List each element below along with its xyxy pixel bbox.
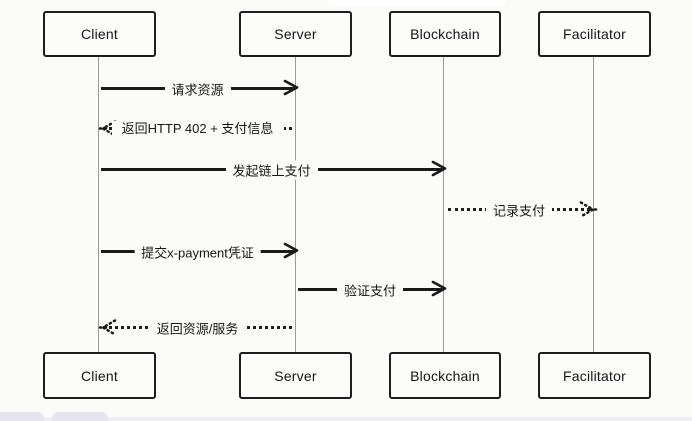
arrowhead-right-icon bbox=[283, 79, 299, 96]
actor-label-server: Server bbox=[274, 367, 317, 384]
arrowhead-right-sketchy-icon bbox=[579, 201, 598, 218]
actor-label-blockchain: Blockchain bbox=[410, 367, 480, 384]
actor-box-server-bottom: Server bbox=[239, 352, 352, 399]
actor-label-facilitator: Facilitator bbox=[563, 26, 626, 42]
actor-box-blockchain-bottom: Blockchain bbox=[389, 352, 501, 399]
arrowhead-left-sketchy-icon bbox=[98, 120, 117, 137]
actor-label-blockchain: Blockchain bbox=[410, 26, 480, 42]
message-label: 发起链上支付 bbox=[225, 160, 318, 180]
message-label: 请求资源 bbox=[164, 79, 231, 99]
bottom-pill-fragment bbox=[0, 412, 44, 421]
lifeline-client bbox=[98, 57, 100, 353]
message-label: 提交x-payment凭证 bbox=[134, 242, 261, 262]
actor-label-client: Client bbox=[81, 367, 118, 384]
bottom-pill-fragment bbox=[52, 412, 108, 421]
message-label: 返回HTTP 402 + 支付信息 bbox=[111, 120, 284, 138]
arrowhead-right-icon bbox=[431, 160, 447, 177]
arrowhead-right-icon bbox=[283, 242, 299, 259]
actor-label-server: Server bbox=[274, 26, 317, 42]
bottom-light-band bbox=[0, 417, 692, 421]
message-label: 返回资源/服务 bbox=[149, 318, 246, 338]
actor-box-blockchain-top: Blockchain bbox=[389, 11, 501, 57]
actor-label-facilitator: Facilitator bbox=[563, 367, 626, 384]
arrowhead-left-sketchy-icon bbox=[98, 319, 117, 336]
message-label: 记录支付 bbox=[485, 200, 553, 220]
actor-box-client-bottom: Client bbox=[43, 352, 156, 399]
actor-box-client-top: Client bbox=[43, 11, 156, 57]
top-light-band bbox=[328, 0, 506, 5]
actor-box-facilitator-bottom: Facilitator bbox=[538, 352, 651, 399]
lifeline-facilitator bbox=[593, 57, 595, 353]
lifeline-server bbox=[295, 57, 297, 353]
actor-box-facilitator-top: Facilitator bbox=[538, 11, 651, 57]
actor-box-server-top: Server bbox=[239, 11, 352, 57]
actor-label-client: Client bbox=[81, 26, 118, 42]
lifeline-blockchain bbox=[443, 57, 445, 353]
arrowhead-right-icon bbox=[431, 280, 447, 297]
message-label: 验证支付 bbox=[336, 280, 404, 300]
